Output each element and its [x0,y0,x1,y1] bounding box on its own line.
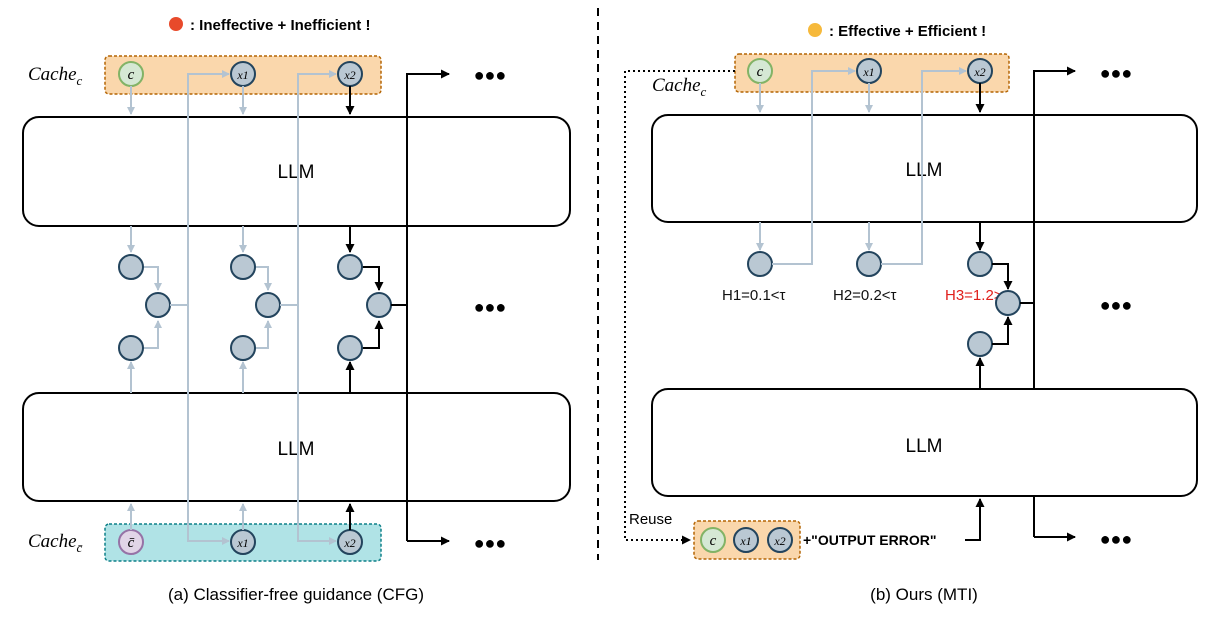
angry-face-icon [169,17,183,31]
uncond-logit-node [118,335,144,361]
llm-unconditional-label: LLM [906,436,943,457]
condition-token-label: c [128,67,135,83]
guided-logit-node [145,292,171,318]
cache-c-label: Cachec [28,64,83,88]
condition-token-label: c [757,64,764,80]
continuation-ellipsis: ●●● [1100,295,1133,315]
llm-conditional-label: LLM [278,162,315,183]
mti-caption: (b) Ours (MTI) [870,585,978,604]
cfg-header: : Ineffective + Inefficient ! [190,17,370,34]
token-x1-label: x1 [739,534,751,548]
llm-unconditional-label: LLM [278,439,315,460]
smiling-face-icon [808,23,822,37]
token-x1-uncond-label: x1 [236,536,248,550]
cond-logit-node [118,254,144,280]
cond-logit-node [967,251,993,277]
cfg-caption: (a) Classifier-free guidance (CFG) [168,585,424,604]
continuation-ellipsis: ●●● [474,533,507,553]
mti-header: : Effective + Efficient ! [829,23,986,40]
cond-logit-node [230,254,256,280]
guided-logit-node [255,292,281,318]
llm-conditional [22,116,571,227]
entropy-label-2: H2=0.2<τ [833,287,897,304]
llm-conditional [651,114,1198,223]
llm-conditional-label: LLM [906,160,943,181]
token-x1-label: x1 [236,68,248,82]
reuse-arrow [624,70,735,545]
continuation-ellipsis: ●●● [1100,63,1133,83]
token-x2-label: x2 [973,65,985,79]
token-x1-label: x1 [862,65,874,79]
token-x2 [767,527,793,553]
cond-logit-node [747,251,773,277]
mti-panel: : Effective + Efficient ! Cachec c x1 x2… [624,23,1198,604]
continuation-ellipsis: ●●● [1100,529,1133,549]
continuation-ellipsis: ●●● [474,297,507,317]
negated-condition-label: c̄ [128,535,135,551]
continuation-ellipsis: ●●● [474,65,507,85]
uncond-logit-node [337,335,363,361]
entropy-label-3: H3=1.2>τ [945,287,1009,304]
token-x1 [733,527,759,553]
cond-logit-node [856,251,882,277]
token-x2-label: x2 [773,534,785,548]
condition-token-label: c [710,533,717,549]
condition-token [700,527,726,553]
output-error-prompt: +"OUTPUT ERROR" [803,532,936,548]
guided-logit-node [995,290,1021,316]
token-x2-label: x2 [343,68,355,82]
llm-unconditional [22,392,571,502]
cache-cbar-label: Cachec̄ [28,531,83,555]
uncond-logit-node [230,335,256,361]
llm-unconditional [651,388,1198,497]
guided-logit-node [366,292,392,318]
token-x2-uncond-label: x2 [343,536,355,550]
entropy-label-1: H1=0.1<τ [722,287,786,304]
reuse-label: Reuse [629,511,672,528]
cache-c-label: Cachec [652,75,707,99]
cfg-panel: : Ineffective + Inefficient ! Cachec c x… [22,17,571,604]
uncond-logit-node [967,331,993,357]
cond-logit-node [337,254,363,280]
